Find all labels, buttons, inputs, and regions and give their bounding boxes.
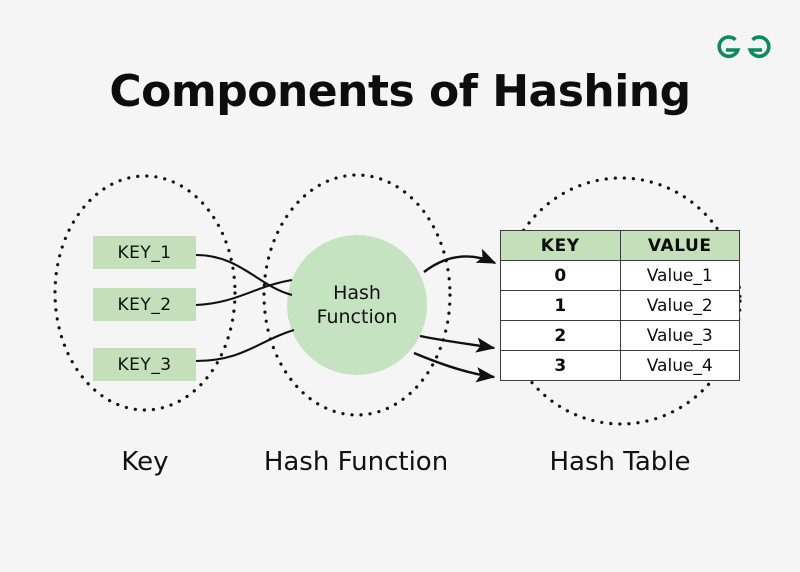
key-group-ellipse <box>53 174 237 412</box>
hash-table-group-ellipse <box>500 176 742 426</box>
table-row: 2 Value_3 <box>500 320 740 351</box>
column-header-key: KEY <box>500 230 621 261</box>
cell-key: 0 <box>500 260 621 291</box>
cell-value: Value_1 <box>619 260 740 291</box>
column-header-value: VALUE <box>619 230 740 261</box>
geeksforgeeks-logo <box>712 28 776 64</box>
table-header-row: KEY VALUE <box>500 230 740 261</box>
hash-function-label: Hash Function <box>287 235 427 375</box>
cell-key: 3 <box>500 350 621 381</box>
key-box-3: KEY_3 <box>93 348 196 381</box>
arrow-hash-to-row2 <box>419 334 496 353</box>
cell-value: Value_2 <box>619 290 740 321</box>
hash-function-group-ellipse <box>262 173 452 417</box>
caption-hash-table: Hash Table <box>549 447 691 477</box>
table-row: 1 Value_2 <box>500 290 740 321</box>
cell-key: 2 <box>500 320 621 351</box>
cell-value: Value_4 <box>619 350 740 381</box>
hash-table: KEY VALUE 0 Value_1 1 Value_2 2 Value_3 … <box>500 230 740 381</box>
arrow-hash-to-row3 <box>413 351 496 383</box>
connector-key2-to-hash <box>195 278 293 307</box>
connector-key3-to-hash <box>195 328 295 363</box>
hash-function-label-line1: Hash <box>333 281 381 304</box>
connector-key1-to-hash <box>195 253 293 297</box>
hash-function-label-line2: Function <box>316 306 398 328</box>
table-row: 3 Value_4 <box>500 350 740 381</box>
key-box-1: KEY_1 <box>93 236 196 269</box>
hash-function-circle <box>287 235 427 375</box>
arrow-hash-to-row0 <box>423 248 497 273</box>
page-title: Components of Hashing <box>109 66 691 117</box>
key-box-2: KEY_2 <box>93 288 196 321</box>
cell-key: 1 <box>500 290 621 321</box>
table-row: 0 Value_1 <box>500 260 740 291</box>
caption-hash-function: Hash Function <box>263 447 449 477</box>
caption-key: Key <box>121 447 169 477</box>
cell-value: Value_3 <box>619 320 740 351</box>
